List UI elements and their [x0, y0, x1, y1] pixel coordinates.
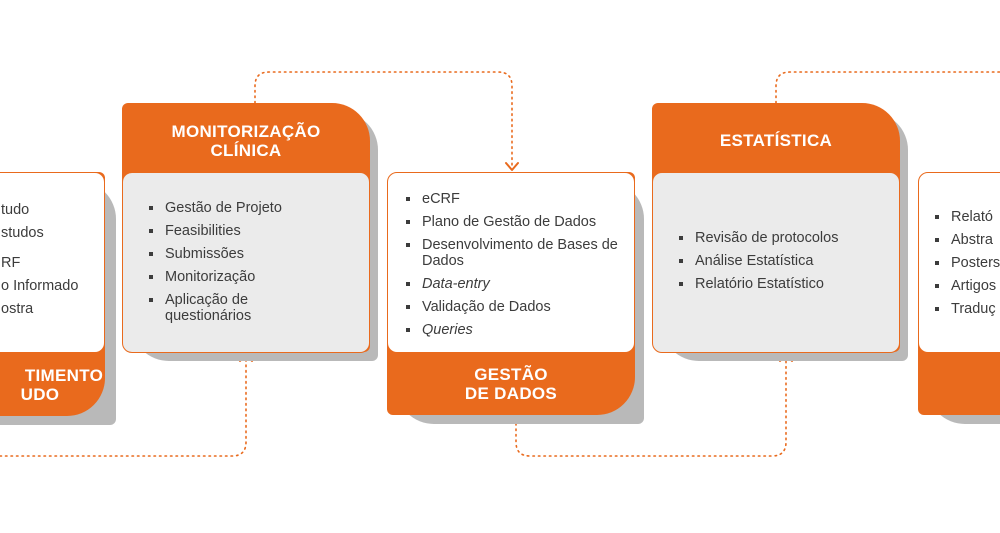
list-item: Revisão de protocolos: [678, 230, 893, 246]
list-item: eCRF: [405, 191, 630, 207]
connector-monitoring-to-data: [254, 71, 513, 167]
card-study-viewport: tudo studos RF o Informado ostra TIMENTO…: [0, 0, 120, 533]
arrowhead-down-data: [505, 162, 519, 171]
list-item: studos: [0, 225, 109, 241]
card-statistics-content: [652, 172, 900, 353]
list-item: Submissões: [148, 246, 358, 262]
list-item: Data-entry: [405, 276, 630, 292]
connector-data-to-statistics: [515, 355, 787, 457]
list-item: Artigos: [934, 278, 1000, 294]
card-writing-content: [918, 172, 1000, 353]
list-item: Aplicação de questionários: [148, 292, 275, 324]
card-monitoring-list: Gestão de Projeto Feasibilities Submissõ…: [148, 200, 358, 331]
list-item: RF: [0, 255, 109, 271]
card-monitoring-content: [122, 172, 370, 353]
card-data-list: eCRF Plano de Gestão de Dados Desenvolvi…: [405, 191, 630, 345]
list-item: Abstra: [934, 232, 1000, 248]
connector-statistics-to-writing: [775, 71, 1000, 104]
list-item: Gestão de Projeto: [148, 200, 358, 216]
card-study-title: TIMENTO UDO: [20, 366, 104, 404]
card-monitoring-title: MONITORIZAÇÃO CLÍNICA: [171, 122, 321, 160]
list-item: Monitorização: [148, 269, 358, 285]
list-item: o Informado: [0, 278, 109, 294]
card-data-title: GESTÃO DE DADOS: [464, 365, 558, 403]
list-item: ostra: [0, 301, 109, 317]
card-study-list: tudo studos RF o Informado ostra: [0, 202, 109, 324]
list-item: Traduç: [934, 301, 1000, 317]
list-item: Relatório Estatístico: [678, 276, 893, 292]
list-item: Posters: [934, 255, 1000, 271]
list-item: Queries: [405, 322, 630, 338]
card-data-content: [387, 172, 635, 353]
connector-study-to-monitoring: [0, 355, 247, 457]
card-statistics-title: ESTATÍSTICA: [719, 131, 833, 150]
list-item: Análise Estatística: [678, 253, 893, 269]
list-item: Validação de Dados: [405, 299, 630, 315]
list-item: Desenvolvimento de Bases de Dados: [405, 237, 630, 269]
list-item: Plano de Gestão de Dados: [405, 214, 630, 230]
list-item: Feasibilities: [148, 223, 358, 239]
list-item: Relató: [934, 209, 1000, 225]
card-statistics-list: Revisão de protocolos Análise Estatístic…: [678, 230, 893, 299]
card-writing-viewport: Relató Abstra Posters Artigos Traduç: [910, 0, 1000, 533]
card-study-content: [0, 172, 105, 353]
list-item: tudo: [0, 202, 109, 218]
card-writing-list: Relató Abstra Posters Artigos Traduç: [934, 209, 1000, 324]
